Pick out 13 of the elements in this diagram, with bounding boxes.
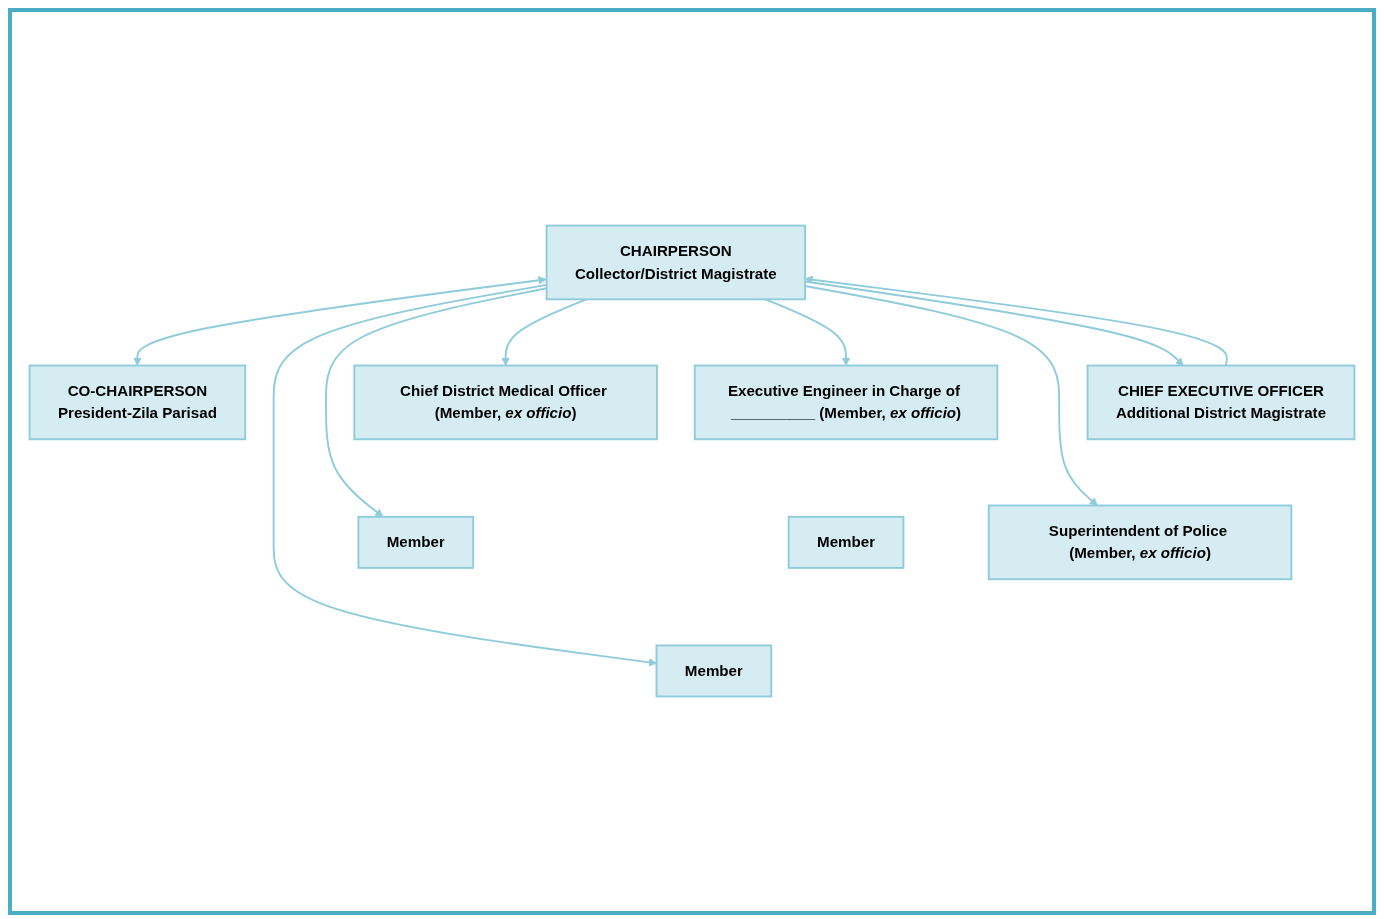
node-box: Member [357,516,475,570]
arrow [133,276,547,367]
node-box: CHIEF EXECUTIVE OFFICER Additional District Magistrate [1086,365,1356,441]
arrow [501,298,588,367]
node-box: CHAIRPERSON Collector/District Magistrate [545,225,807,301]
node-box: Superintendent of Police (Member, ex officio) [987,505,1293,581]
node-box: Member [787,516,905,570]
node-box: Executive Engineer in Charge of __________ (Member, ex officio) [693,365,999,441]
arrow [764,298,851,367]
arrow [272,284,657,667]
node-box: CO-CHAIRPERSON President-Zila Parisad [28,365,247,441]
node-box: Member [655,644,773,698]
node-box: Chief District Medical Officer (Member, ex officio) [353,365,658,441]
